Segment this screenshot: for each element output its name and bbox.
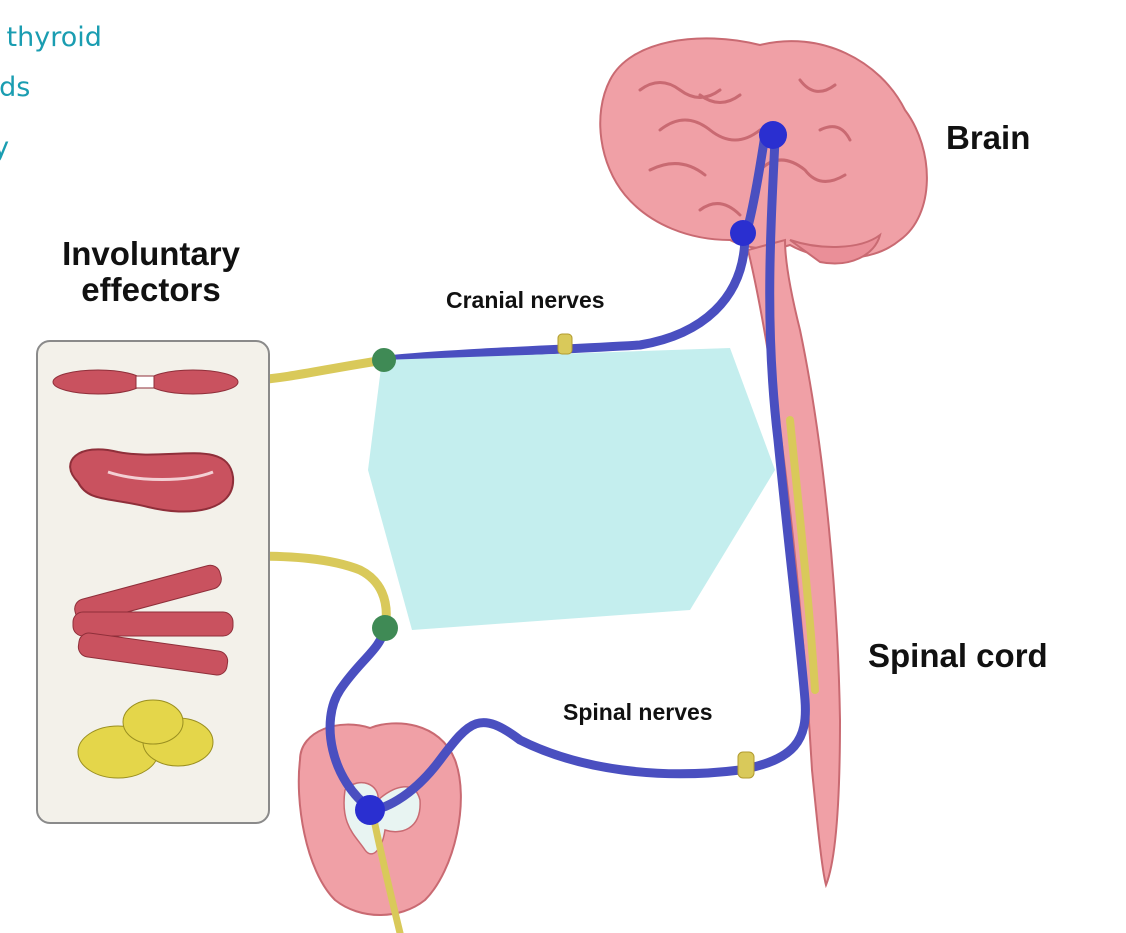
effectors-illustrations [38,342,268,822]
spinal-cord-label: Spinal cord [868,638,1048,674]
clipped-text-line-3: ry [0,134,9,161]
spinal-neuron-body [355,795,385,825]
smooth-muscle-icon [53,370,238,394]
spinal-myelin-sheath [738,752,754,778]
clipped-text-line-2: nds [0,74,30,101]
gland-cells-icon [78,700,213,778]
involuntary-effectors-line1: Involuntary [36,236,266,272]
brain-label: Brain [946,120,1030,156]
involuntary-effectors-line2: effectors [36,272,266,308]
spinal-ganglion [372,615,398,641]
cranial-ganglion [372,348,396,372]
spinal-nerves-label: Spinal nerves [563,700,713,725]
clipped-text-line-1: x thyroid [0,24,102,51]
involuntary-effectors-box [36,340,270,824]
involuntary-effectors-title: Involuntary effectors [36,236,266,309]
cranial-postganglionic-fiber [255,360,385,380]
brain-neuron-body-lower [730,220,756,246]
cranial-myelin-sheath [558,334,572,354]
cardiac-muscle-icon [72,563,233,676]
brain-neuron-body-top [759,121,787,149]
occluded-region [368,348,775,630]
spinal-postganglionic-fiber [250,556,386,628]
intestine-muscle-icon [70,449,233,511]
cranial-nerves-label: Cranial nerves [446,288,605,313]
